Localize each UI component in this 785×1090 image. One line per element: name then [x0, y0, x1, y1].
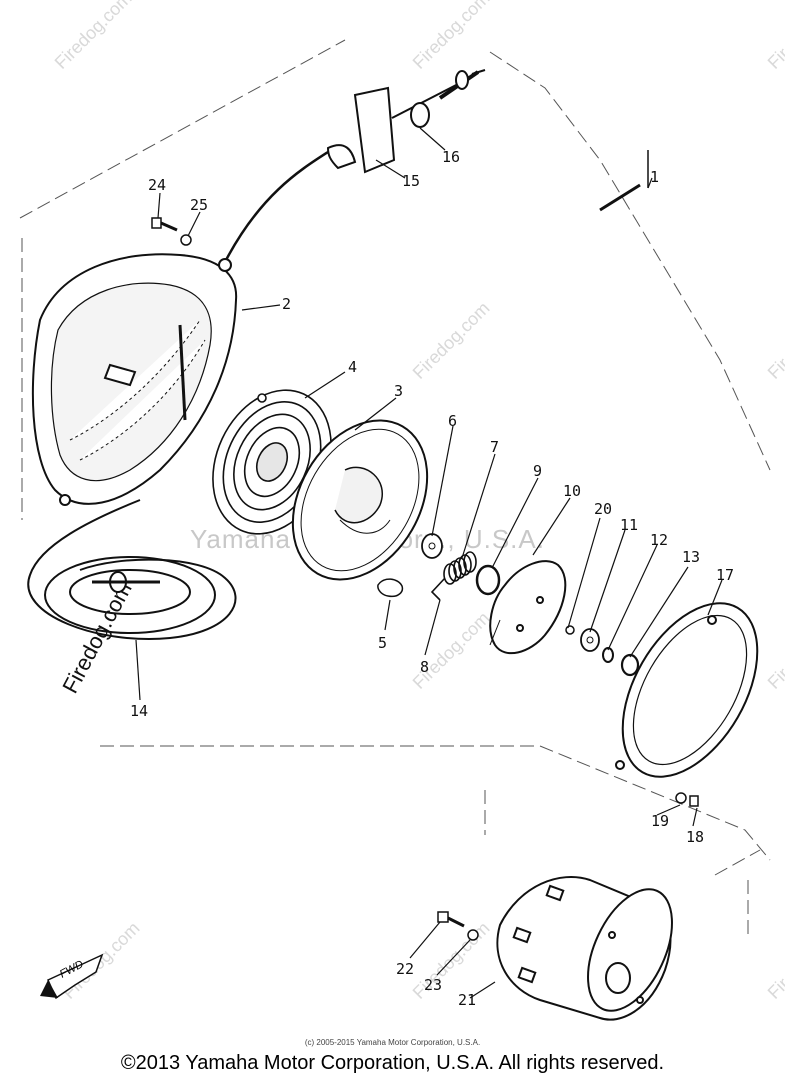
callout-3: 3 — [394, 382, 403, 400]
watermark-bottom-left: Firedog.com — [59, 918, 144, 1003]
callout-14: 14 — [130, 702, 148, 720]
callout-4: 4 — [348, 358, 357, 376]
watermark-mid-right: Firedog.com — [764, 298, 785, 383]
watermark-low-right: Firedog.com — [764, 608, 785, 693]
callout-18: 18 — [686, 828, 704, 846]
bolt-24-25 — [151, 217, 192, 246]
callout-11: 11 — [620, 516, 638, 534]
callout-16: 16 — [442, 148, 460, 166]
callout-numbers: 1 2 3 4 5 6 7 8 9 10 11 12 13 14 15 16 1… — [130, 148, 734, 1009]
callout-10: 10 — [563, 482, 581, 500]
starter-handle — [326, 69, 486, 174]
callout-2: 2 — [282, 295, 291, 313]
coil-spring — [430, 551, 477, 601]
watermark-bottom-right: Firedog.com — [764, 918, 785, 1003]
callout-1: 1 — [650, 168, 659, 186]
rope-pulley — [291, 419, 429, 581]
callout-25: 25 — [190, 196, 208, 214]
starter-housing — [31, 253, 238, 506]
spring-washer-12 — [602, 647, 614, 663]
pawl — [377, 578, 404, 598]
callout-12: 12 — [650, 531, 668, 549]
callout-20: 20 — [594, 500, 612, 518]
parts-diagram: Firedog.com Firedog.com Firedog.com Fire… — [19, 0, 785, 1021]
callout-17: 17 — [716, 566, 734, 584]
callout-21: 21 — [458, 991, 476, 1009]
callout-23: 23 — [424, 976, 442, 994]
nut-13 — [620, 653, 640, 677]
screw-18-19 — [675, 792, 699, 807]
watermark-low-middle: Firedog.com — [409, 608, 494, 693]
footer-copyright: ©2013 Yamaha Motor Corporation, U.S.A. A… — [120, 1052, 665, 1074]
footer-copyright-small: (c) 2005-2015 Yamaha Motor Corporation, … — [304, 1038, 481, 1047]
frame-lines — [19, 39, 771, 940]
callout-22: 22 — [396, 960, 414, 978]
leader-lines — [135, 127, 723, 999]
callout-5: 5 — [378, 634, 387, 652]
callout-24: 24 — [148, 176, 166, 194]
washer-20 — [565, 625, 575, 635]
callout-13: 13 — [682, 548, 700, 566]
watermark-top-left: Firedog.com — [51, 0, 136, 73]
drive-plate — [489, 560, 567, 655]
watermark-mid-middle: Firedog.com — [409, 298, 494, 383]
starter-rope-coil — [27, 499, 237, 640]
pulley-cover — [496, 876, 673, 1021]
callout-19: 19 — [651, 812, 669, 830]
watermark-top-middle: Firedog.com — [409, 0, 494, 73]
callout-15: 15 — [402, 172, 420, 190]
callout-7: 7 — [490, 438, 499, 456]
callout-8: 8 — [420, 658, 429, 676]
starter-rope-upper — [223, 150, 329, 263]
part-1-marker — [599, 183, 641, 212]
cover-ring — [615, 602, 759, 778]
callout-9: 9 — [533, 462, 542, 480]
snap-ring — [475, 564, 501, 596]
callout-6: 6 — [448, 412, 457, 430]
watermark-top-right: Firedog.com — [764, 0, 785, 73]
screw-22-23 — [437, 911, 479, 941]
